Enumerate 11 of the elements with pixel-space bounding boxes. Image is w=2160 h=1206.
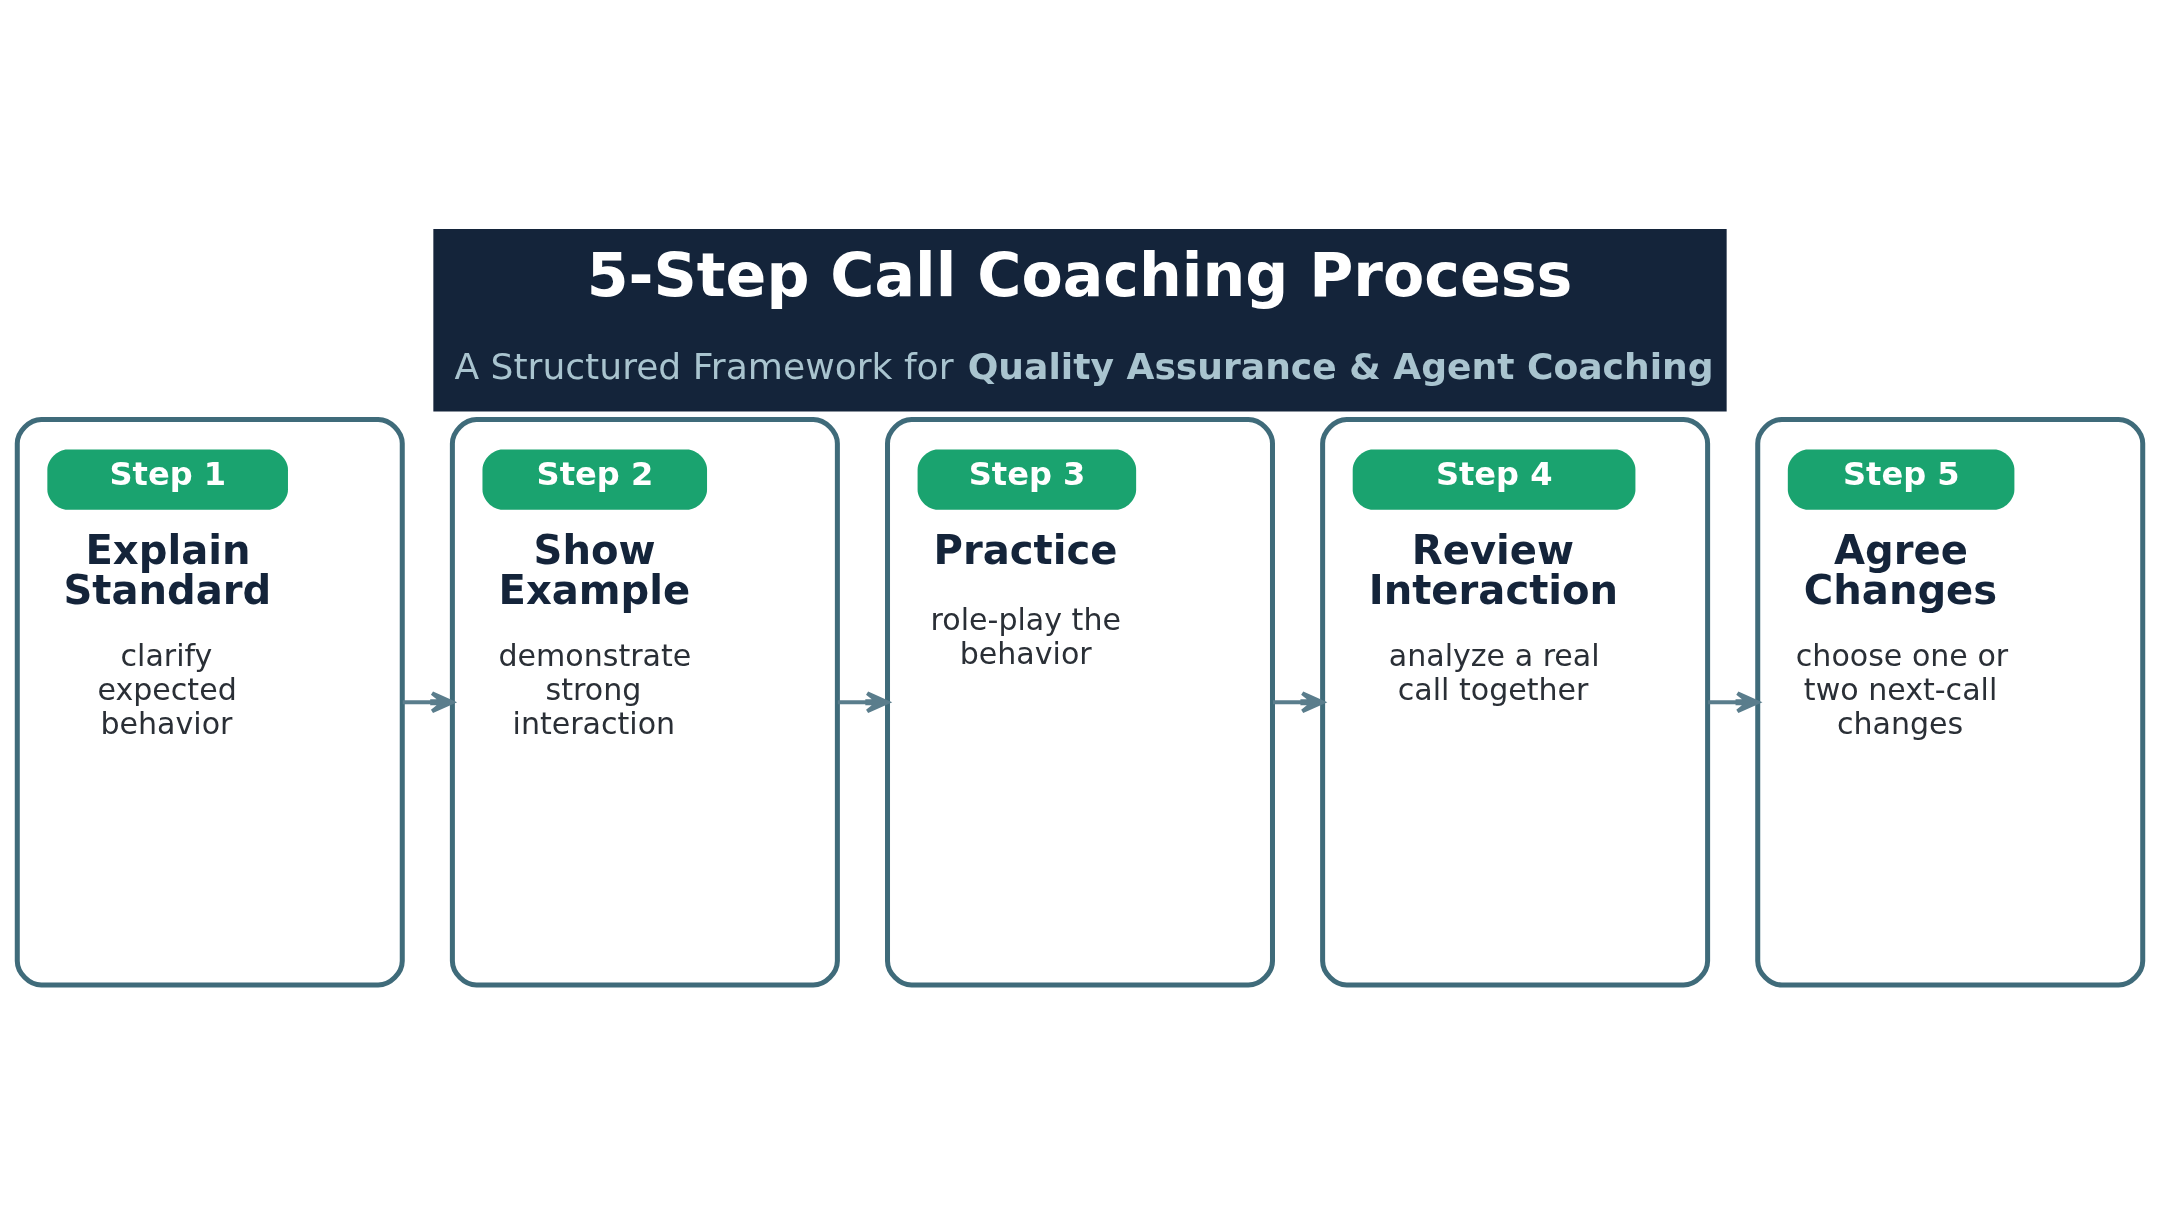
node-box: Step 3 Practice role-play the behavior xyxy=(885,417,1275,988)
caption: A Structured Framework for Quality Assurance & Agent Coaching xyxy=(454,346,1714,389)
arrow xyxy=(1708,691,1760,714)
diagram-title: 5-Step Call Coaching Process xyxy=(586,240,1573,311)
arrow xyxy=(402,691,455,714)
node-box: Step 5 Agree Changes choose one or two next-call changes xyxy=(1755,417,2146,988)
node-box: Step 2 Show Example demonstrate strong interaction xyxy=(449,417,840,988)
arrow xyxy=(1272,691,1325,714)
node-box: Step 4 Review Interaction analyze a real call together xyxy=(1320,417,1711,988)
node-box: Step 1 Explain Standard clarify expected behavior xyxy=(14,417,405,988)
arrow xyxy=(837,691,890,714)
